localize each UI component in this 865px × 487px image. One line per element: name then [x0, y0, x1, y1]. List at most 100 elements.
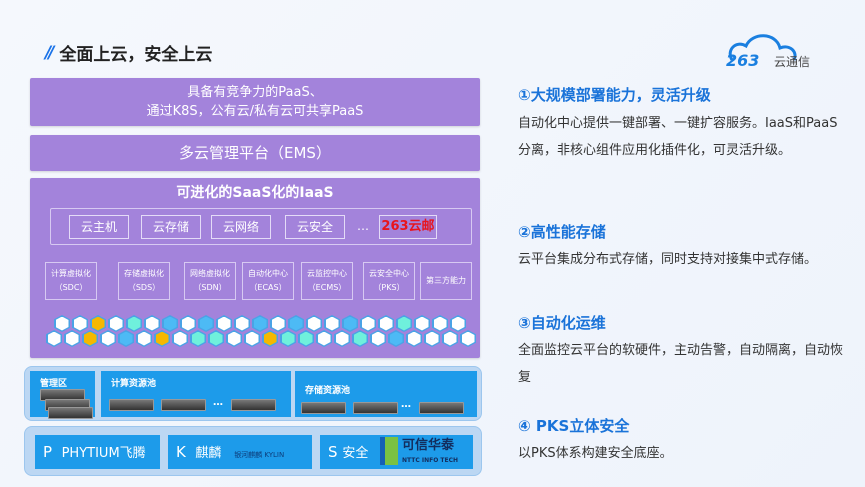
hexagon-cell	[64, 330, 80, 347]
paas-line1: 具备有竞争力的PaaS、	[187, 85, 323, 100]
hexagon-cell	[118, 330, 134, 347]
paas-line2: 通过K8S，公有云/私有云可共享PaaS	[146, 104, 364, 119]
capability-sdn: 网络虚拟化（SDN）	[184, 262, 236, 300]
service-security: 云安全	[285, 215, 345, 239]
hexagon-cell	[378, 315, 394, 332]
capability-sdc: 计算虚拟化（SDC）	[45, 262, 97, 300]
hexagon-cell	[262, 330, 278, 347]
hexagon-cell	[244, 330, 260, 347]
hexagon-cell	[172, 330, 188, 347]
server-icon	[231, 399, 276, 411]
hexagon-cell	[342, 315, 358, 332]
service-vm: 云主机	[69, 215, 129, 239]
hexagon-cell	[82, 330, 98, 347]
hexagon-cell	[198, 315, 214, 332]
server-icon	[353, 402, 398, 414]
server-icon	[301, 402, 346, 414]
hexagon-cell	[154, 330, 170, 347]
hexagon-cell	[136, 330, 152, 347]
ellipsis: …	[213, 397, 223, 408]
hexagon-cell	[370, 330, 386, 347]
page-title: // 全面上云，安全上云	[45, 40, 213, 66]
security-block: S 安全 可信华泰 NTTC INFO TECH	[320, 435, 473, 469]
feature-title-2: ②高性能存储	[518, 223, 606, 241]
capability-third-party: 第三方能力	[420, 262, 472, 300]
title-text: 全面上云，安全上云	[59, 45, 213, 65]
capability-ecms: 云监控中心（ECMS）	[301, 262, 353, 300]
kylin-logo: 银河麒麟 KYLIN	[234, 451, 285, 459]
hexagon-cell	[396, 315, 412, 332]
iaas-layer: 可进化的SaaS化的IaaS 云主机 云存储 云网络 云安全 … 263云邮 计…	[30, 178, 480, 358]
services-ellipsis: …	[357, 219, 369, 233]
hexagon-cell	[46, 330, 62, 347]
hexagon-cell	[144, 315, 160, 332]
iaas-title: 可进化的SaaS化的IaaS	[176, 185, 334, 201]
hexagon-cell	[306, 315, 322, 332]
hexagon-cell	[216, 315, 232, 332]
service-network: 云网络	[211, 215, 271, 239]
hexagon-cell	[270, 315, 286, 332]
server-icon	[161, 399, 206, 411]
hexagon-cell	[424, 330, 440, 347]
hexagon-cell	[72, 315, 88, 332]
hexagon-cell	[100, 330, 116, 347]
capability-sds: 存储虚拟化（SDS）	[118, 262, 170, 300]
compute-pool: 计算资源池 …	[101, 371, 291, 417]
server-icon	[48, 407, 93, 419]
hexagon-cell	[460, 330, 476, 347]
feature-title-4: ④ PKS立体安全	[518, 417, 630, 435]
hexagon-cell	[406, 330, 422, 347]
capability-ecas: 自动化中心（ECAS）	[242, 262, 294, 300]
hexagon-cell	[54, 315, 70, 332]
hexagon-cell	[180, 315, 196, 332]
hexagon-cell	[450, 315, 466, 332]
hexagon-cell	[414, 315, 430, 332]
services-frame: 云主机 云存储 云网络 云安全 … 263云邮	[50, 208, 472, 245]
hexagon-cell	[388, 330, 404, 347]
hexagon-cell	[90, 315, 106, 332]
hexagon-cell	[334, 330, 350, 347]
263-logo: 263 云通信	[726, 34, 810, 70]
storage-pool: 存储资源池 …	[295, 371, 477, 417]
nttc-logo	[380, 437, 398, 465]
slash-decoration-icon: //	[45, 42, 55, 63]
hexagon-cell	[190, 330, 206, 347]
hexagon-cell	[316, 330, 332, 347]
feature-text-2: 云平台集成分布式存储，同时支持对接集中式存储。	[518, 252, 818, 267]
hexagon-cell	[226, 330, 242, 347]
hexagon-cell	[162, 315, 178, 332]
hexagon-cell	[442, 330, 458, 347]
hexagon-cell	[360, 315, 376, 332]
service-storage: 云存储	[141, 215, 201, 239]
resource-row: 管理区 计算资源池 … 存储资源池 …	[24, 366, 482, 421]
management-zone: 管理区	[30, 371, 95, 419]
server-icon	[419, 402, 464, 414]
hexagon-cell	[352, 330, 368, 347]
feature-title-1: ①大规模部署能力，灵活升级	[518, 86, 711, 104]
hexagon-cell	[208, 330, 224, 347]
hexagon-cell	[432, 315, 448, 332]
svg-text:263: 263	[726, 51, 759, 70]
feature-text-3: 全面监控云平台的软硬件，主动告警，自动隔离，自动恢复	[518, 343, 844, 385]
hexagon-cell	[288, 315, 304, 332]
hexagon-cell	[234, 315, 250, 332]
paas-layer: 具备有竞争力的PaaS、 通过K8S，公有云/私有云可共享PaaS	[30, 78, 480, 126]
feature-text-1: 自动化中心提供一键部署、一键扩容服务。IaaS和PaaS分离，非核心组件应用化插…	[518, 116, 838, 158]
hexagon-cell	[280, 330, 296, 347]
capability-pks: 云安全中心（PKS）	[363, 262, 415, 300]
phytium-block: P PHYTIUM飞腾	[35, 435, 160, 469]
hexagon-cell	[108, 315, 124, 332]
feature-title-3: ③自动化运维	[518, 314, 606, 332]
ellipsis: …	[401, 399, 411, 410]
hexagon-cell	[324, 315, 340, 332]
service-263-mail: 263云邮	[379, 215, 437, 239]
feature-text-4: 以PKS体系构建安全底座。	[518, 446, 673, 461]
hexagon-cell	[298, 330, 314, 347]
hexagon-cell	[126, 315, 142, 332]
kylin-block: K 麒麟 银河麒麟 KYLIN	[168, 435, 312, 469]
server-icon	[109, 399, 154, 411]
hexagon-cell	[252, 315, 268, 332]
svg-text:云通信: 云通信	[774, 55, 810, 69]
ems-layer: 多云管理平台（EMS）	[30, 135, 480, 171]
os-row: P PHYTIUM飞腾 K 麒麟 银河麒麟 KYLIN S 安全 可信华泰 NT…	[24, 426, 482, 476]
